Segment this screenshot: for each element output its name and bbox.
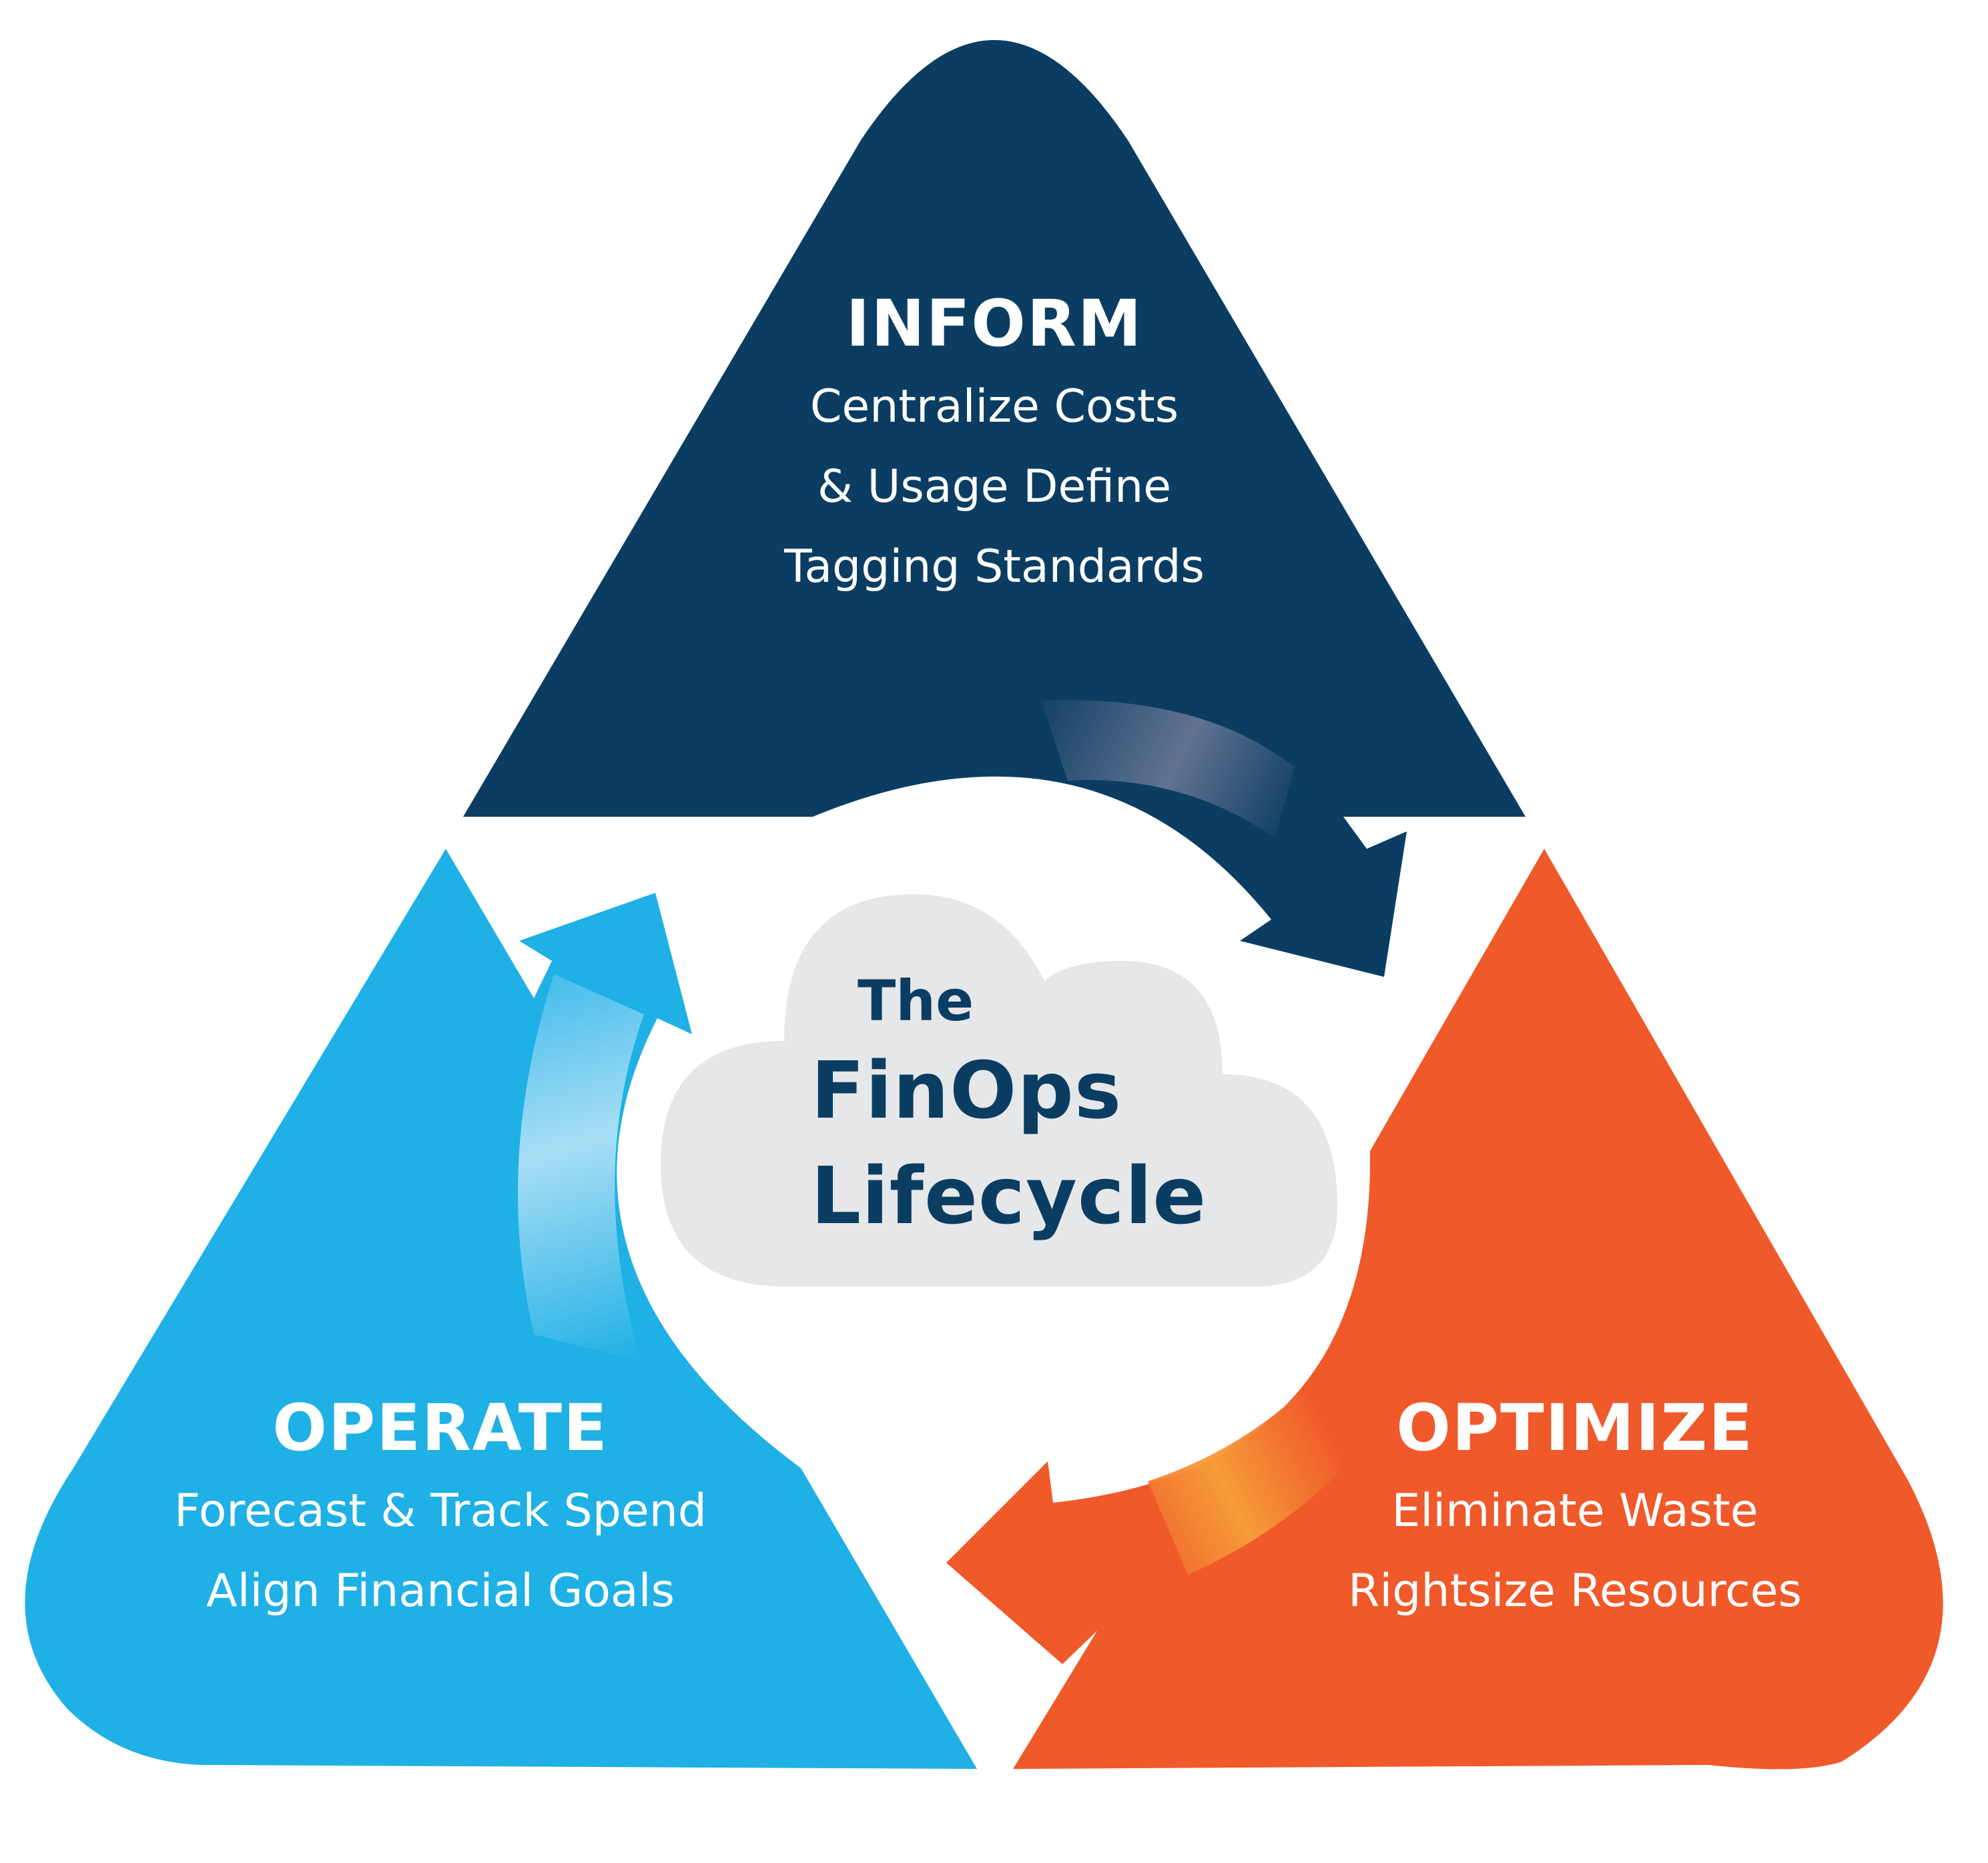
- optimize-title: OPTIMIZE: [1396, 1391, 1754, 1465]
- inform-line-3: Tagging Standards: [784, 540, 1205, 593]
- inform-label-block: INFORM Centralize Costs & Usage Define T…: [694, 280, 1295, 607]
- center-title: The FinOps Lifecycle: [811, 964, 1278, 1248]
- inform-segment: [463, 40, 1526, 977]
- arrow-curved-icon: [1148, 1348, 1375, 1575]
- inform-line-1: Centralize Costs: [809, 380, 1179, 433]
- center-title-line-2: FinOps: [811, 1044, 1122, 1136]
- optimize-line-2: Rightsize Resources: [1348, 1565, 1802, 1617]
- arrow-curved-icon: [518, 974, 644, 1361]
- operate-line-2: Align Financial Goals: [206, 1565, 675, 1617]
- optimize-line-1: Eliminate Waste: [1391, 1485, 1758, 1537]
- operate-segment: [25, 849, 978, 1769]
- inform-title: INFORM: [846, 286, 1143, 361]
- operate-line-1: Forecast & Track Spend: [174, 1485, 707, 1537]
- cloud-icon: [661, 894, 1337, 1286]
- optimize-label-block: OPTIMIZE Eliminate Waste Rightsize Resou…: [1275, 1385, 1875, 1631]
- arrow-curved-icon: [1041, 700, 1295, 837]
- center-title-line-1: The: [858, 968, 974, 1034]
- operate-label-block: OPERATE Forecast & Track Spend Align Fin…: [120, 1385, 761, 1631]
- operate-title: OPERATE: [272, 1391, 609, 1465]
- center-title-line-3: Lifecycle: [811, 1150, 1207, 1242]
- inform-line-2: & Usage Define: [817, 460, 1172, 513]
